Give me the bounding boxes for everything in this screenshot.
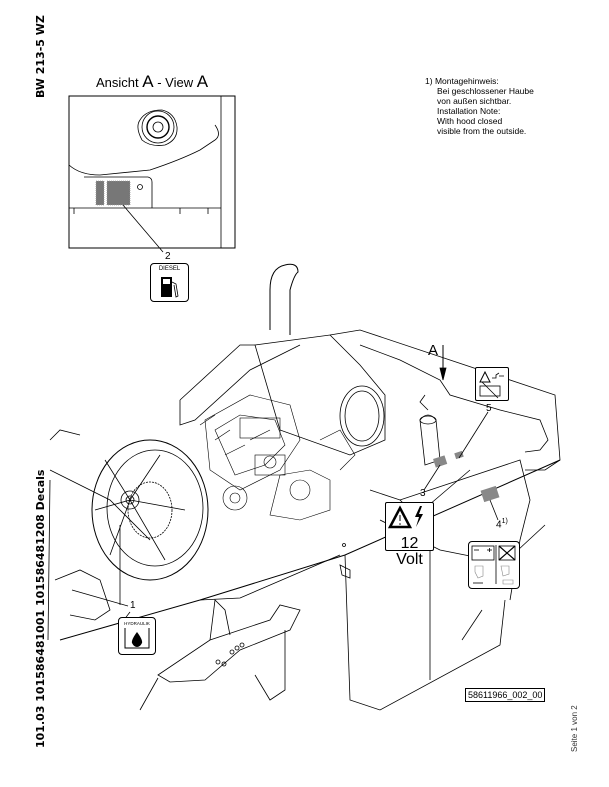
volt-label: 12 Volt [396,535,423,568]
battery-warning-icon [479,370,504,399]
view-title-letter: A [142,72,154,91]
note-line: visible from the outside. [437,126,527,136]
note-line: von außen sichtbar. [437,96,512,106]
view-title-middle: - View [153,75,197,90]
note-line: Installation Note: [437,106,501,116]
cooling-fan [91,439,209,581]
callout-4: 41) [496,518,508,530]
decal-position-5 [454,450,464,460]
note-line: With hood closed [437,116,503,126]
fuel-pump-icon [161,277,179,298]
hydraulic-decal-label: HYDRAULIK [124,621,150,626]
view-arrow-label: A [428,342,439,359]
battery-disconnect-icon [471,545,516,585]
installation-note: 1) Montagehinweis: Bei geschlossener Hau… [425,76,534,136]
view-a-detail [68,95,236,253]
battery-warning-decal [475,367,509,401]
view-title-prefix: Ansicht [96,75,143,90]
callout-2: 2 [165,251,171,262]
view-title-letter: A [196,72,209,91]
twelve-volt-decal: 12 Volt [385,502,434,568]
diesel-decal-label: DIESEL [158,266,181,272]
note-line: Montagehinweis: [434,76,499,86]
oil-drop-icon [124,628,150,649]
view-a-title: Ansicht A - View A [96,72,208,92]
electrical-warning-icon [387,505,423,529]
callout-4-number: 4 [496,519,502,531]
drawing-id: 58611966_002_00 [465,688,546,702]
callout-5: 5 [486,403,492,414]
diesel-decal: DIESEL [150,263,189,302]
decal-position-4 [480,485,500,503]
note-marker: 1) [425,76,433,86]
decal-position-2 [95,180,105,206]
callout-3: 3 [420,488,426,499]
view-a-arrow [439,345,447,381]
callout-1: 1 [130,600,136,611]
battery-disconnect-decal [468,541,520,589]
decal-position-3 [433,455,448,468]
note-line: Bei geschlossener Haube [437,86,534,96]
hydraulic-oil-decal: HYDRAULIK [118,617,156,655]
callout-4-superscript: 1) [501,518,508,525]
